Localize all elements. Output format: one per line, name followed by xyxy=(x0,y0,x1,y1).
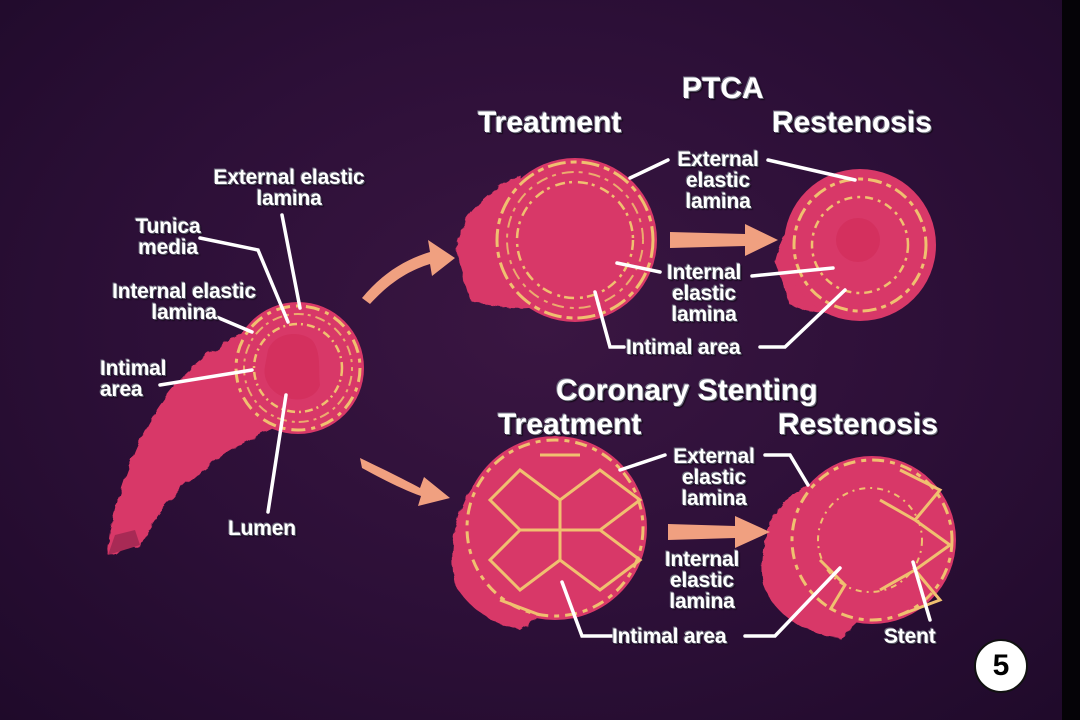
leader-left-lumen xyxy=(266,393,288,514)
leader-stent-stent xyxy=(911,560,932,622)
ptca-restenosis-header: Restenosis xyxy=(772,106,933,139)
arrow-to-stent-icon xyxy=(360,458,450,506)
leader-stent-intimal-a xyxy=(560,580,614,638)
ptca-restenosis-vessel xyxy=(775,169,936,321)
ptca-treatment-internal-ring xyxy=(515,180,635,300)
label-stent-internal-elastic-lamina: Internal elastic lamina xyxy=(664,548,740,613)
arrow-ptca-to-restenosis-icon xyxy=(670,224,778,256)
normal-internal-lamina-ring xyxy=(252,322,344,414)
label-left-intimal-area: Intimal area xyxy=(100,357,167,401)
flow-arrows xyxy=(360,224,778,548)
label-stent-external-elastic-lamina: External elastic lamina xyxy=(673,445,755,510)
leader-left-internal xyxy=(198,308,254,334)
leader-left-intimal xyxy=(158,368,254,387)
stent-restenosis-internal-ring xyxy=(817,487,923,593)
label-left-external-elastic-lamina: External elastic lamina xyxy=(213,166,365,210)
label-ptca-internal-elastic-lamina: Internal elastic lamina xyxy=(666,261,742,326)
leader-ptca-internal-b xyxy=(750,266,835,278)
ptca-treatment-header: Treatment xyxy=(478,106,622,139)
arrow-to-ptca-icon xyxy=(362,240,455,304)
stent-treatment-external-ring xyxy=(465,438,645,618)
stent-treatment-mesh xyxy=(487,453,643,617)
stent-restenosis-mesh xyxy=(818,468,953,617)
leader-ptca-external-a xyxy=(628,158,670,180)
ptca-treatment-vessel xyxy=(455,158,657,322)
stent-restenosis-external-ring xyxy=(790,458,954,622)
leader-ptca-intimal-a xyxy=(593,290,626,349)
ptca-header: PTCA xyxy=(682,72,764,105)
label-left-internal-elastic-lamina: Internal elastic lamina xyxy=(112,280,256,324)
stent-restenosis-vessel xyxy=(762,456,956,638)
leader-ptca-external-b xyxy=(766,158,857,182)
ptca-restenosis-external-ring xyxy=(792,177,928,313)
ptca-treatment-external-ring xyxy=(495,160,655,320)
stent-treatment-vessel xyxy=(452,436,647,630)
stent-restenosis-header: Restenosis xyxy=(778,408,939,441)
normal-vessel-shadow xyxy=(108,530,140,555)
ptca-restenosis-lumen xyxy=(836,218,880,262)
leader-stent-external-a xyxy=(618,453,667,472)
leader-left-media xyxy=(198,236,290,324)
ptca-treatment-media-ring xyxy=(506,171,644,309)
label-ptca-intimal-area: Intimal area xyxy=(626,336,741,359)
label-stent-intimal-area: Intimal area xyxy=(612,625,727,648)
leader-stent-intimal-b xyxy=(743,566,842,638)
stent-restenosis-face xyxy=(788,456,956,624)
ptca-treatment-face xyxy=(493,158,657,322)
stent-treatment-face xyxy=(463,436,647,620)
normal-lumen xyxy=(264,334,320,400)
frame-edge xyxy=(1062,0,1080,720)
stent-treatment-header: Treatment xyxy=(498,408,642,441)
leader-ptca-internal-a xyxy=(615,261,662,274)
label-ptca-external-elastic-lamina: External elastic lamina xyxy=(677,148,759,213)
label-left-tunica-media: Tunica media xyxy=(135,215,201,259)
leader-lines xyxy=(158,158,932,638)
leader-stent-external-b xyxy=(763,453,810,487)
normal-media-ring xyxy=(243,313,353,423)
ptca-restenosis-internal-ring xyxy=(810,195,910,295)
leader-ptca-intimal-b xyxy=(758,288,847,349)
leader-left-external xyxy=(280,213,302,310)
label-stent: Stent xyxy=(884,625,936,648)
stent-title-header: Coronary Stenting xyxy=(556,374,818,407)
figure-number-badge: 5 xyxy=(974,639,1028,693)
label-left-lumen: Lumen xyxy=(228,517,296,540)
arrow-stent-to-restenosis-icon xyxy=(668,516,770,548)
normal-vessel xyxy=(108,302,364,555)
